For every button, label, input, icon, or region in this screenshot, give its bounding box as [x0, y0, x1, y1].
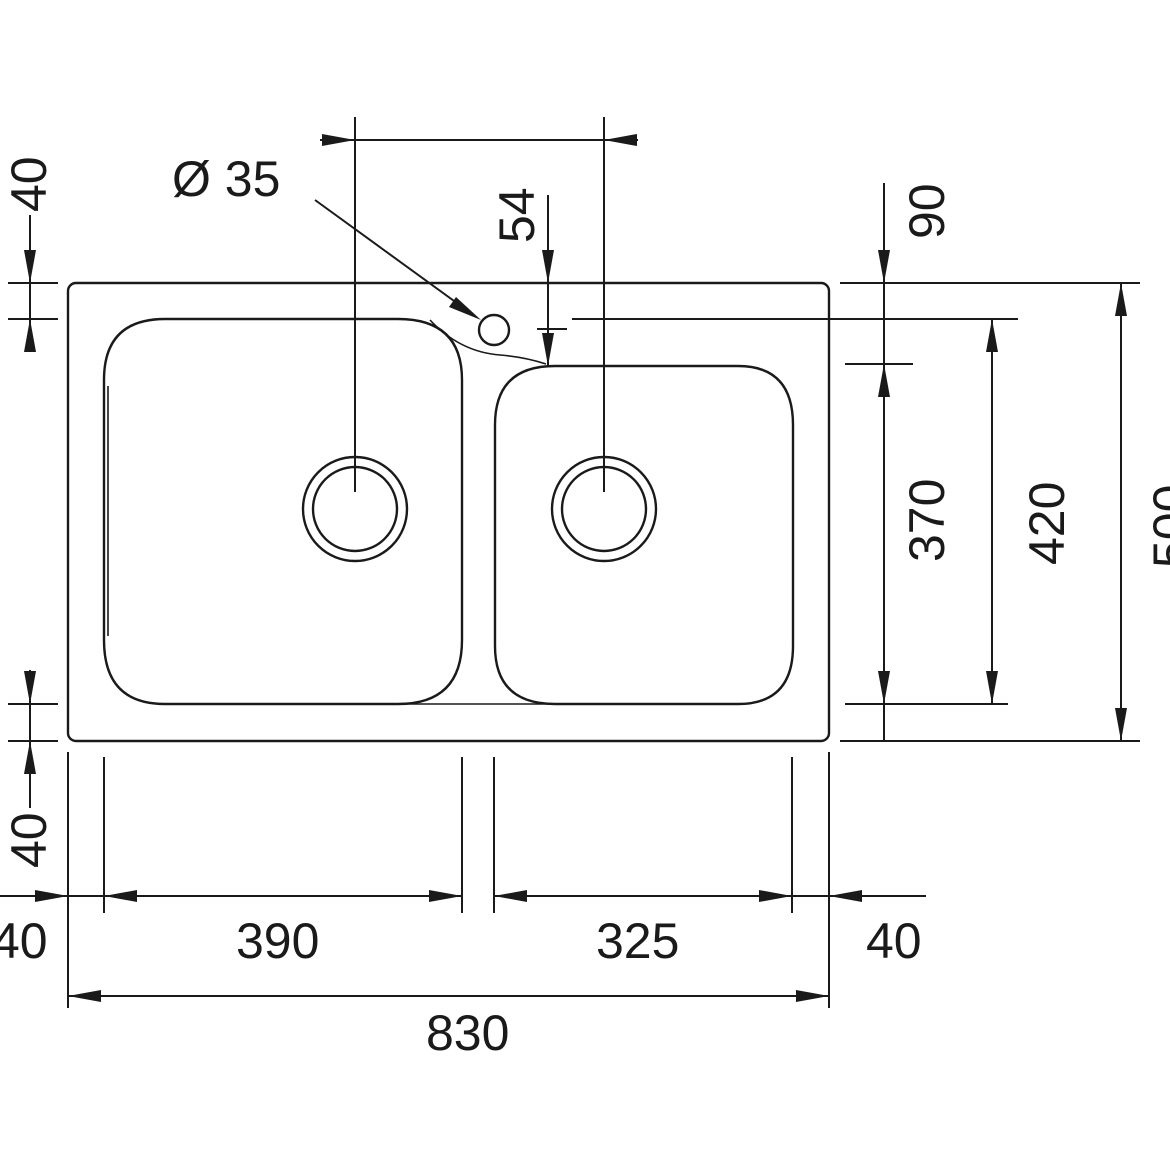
- bottom-extension-lines: [67, 752, 830, 1008]
- tap-ledge-curve: [429, 319, 547, 365]
- overall-width-dimension: [68, 990, 829, 1002]
- tap-hole: [477, 313, 511, 347]
- left-bowl-inner-edge: [107, 386, 555, 705]
- overall-depth-dimension: [1115, 283, 1127, 741]
- right-bowl: [493, 364, 795, 706]
- bowl-depth-dimension: [878, 364, 890, 741]
- top-right-rim-dimension: [878, 183, 890, 364]
- left-bowl-width-label: 390: [236, 913, 319, 969]
- sink-body: [66, 281, 831, 743]
- inner-depth-label: 420: [1019, 482, 1075, 565]
- right-rim-label: 40: [866, 913, 922, 969]
- top-left-rim-label: 40: [1, 156, 57, 212]
- sink-outer-rim: [66, 281, 831, 743]
- tap-hole-diameter-label: Ø 35: [172, 151, 280, 207]
- bottom-left-rim-dimension: [8, 670, 58, 808]
- bottom-left-rim-label: 40: [1, 812, 57, 868]
- bowl-depth-label: 370: [899, 479, 955, 562]
- right-extension-lines: [840, 282, 1140, 742]
- top-right-rim-label: 90: [899, 183, 955, 239]
- right-bowl-width-label: 325: [596, 913, 679, 969]
- tap-offset-label: 54: [489, 187, 545, 243]
- top-left-rim-dimension: [8, 215, 58, 352]
- tap-hole-leader: [314, 199, 481, 320]
- overall-width-label: 830: [426, 1005, 509, 1061]
- overall-depth-label: 500: [1143, 485, 1170, 568]
- inner-depth-dimension: [986, 319, 998, 704]
- left-bowl: [102, 317, 464, 706]
- tap-offset-dimension: [537, 195, 1018, 366]
- drain-spacing-dimension: [320, 117, 638, 492]
- bottom-width-dimensions: [0, 890, 926, 902]
- left-rim-label: 40: [0, 913, 48, 969]
